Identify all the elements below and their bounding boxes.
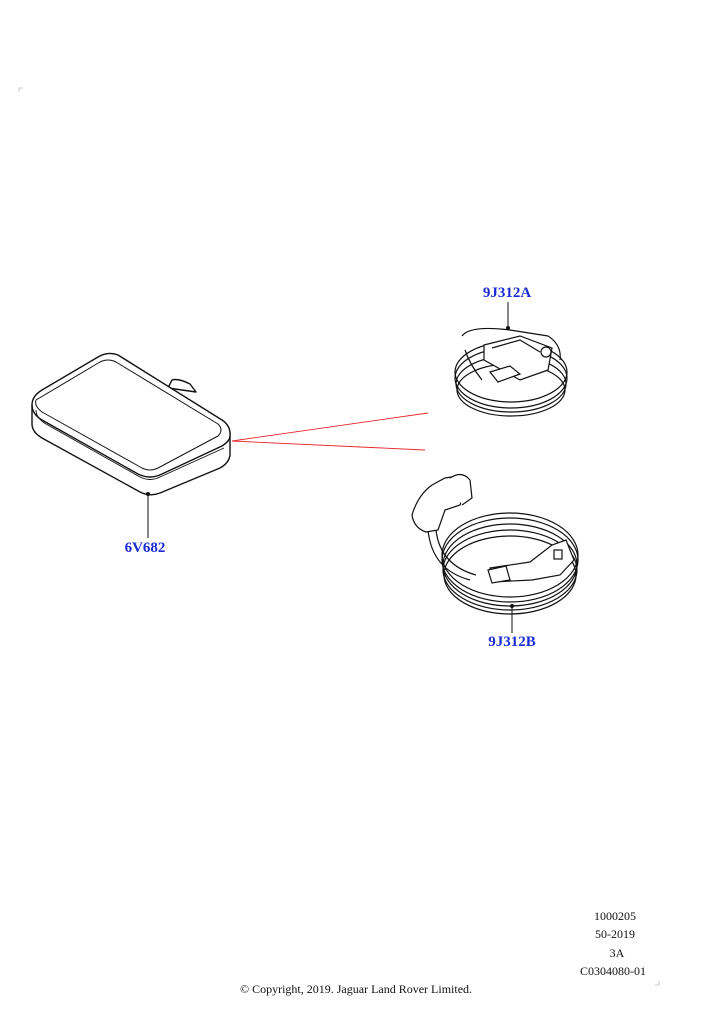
section-code: 3A [609, 946, 625, 960]
link-line-red [231, 440, 426, 451]
crop-mark [18, 87, 23, 92]
callout-9J312A[interactable]: 9J312A [482, 285, 532, 301]
link-line-red [231, 412, 429, 442]
cable-9J312A-drawing [454, 327, 568, 417]
model-year-code: 50-2019 [595, 927, 635, 941]
copyright-notice: © Copyright, 2019. Jaguar Land Rover Lim… [239, 982, 473, 996]
leader-dot [510, 604, 514, 608]
leader-dot [506, 326, 510, 330]
callout-9J312B[interactable]: 9J312B [488, 634, 536, 650]
leader-dot [146, 492, 150, 496]
cable-9J312B-drawing [411, 473, 579, 615]
drawing-reference: C0304080-01 [580, 964, 646, 978]
storage-case-drawing [31, 352, 231, 496]
crop-mark [655, 981, 660, 986]
illustration-number: 1000205 [594, 909, 636, 923]
callout-6V682[interactable]: 6V682 [124, 540, 166, 556]
